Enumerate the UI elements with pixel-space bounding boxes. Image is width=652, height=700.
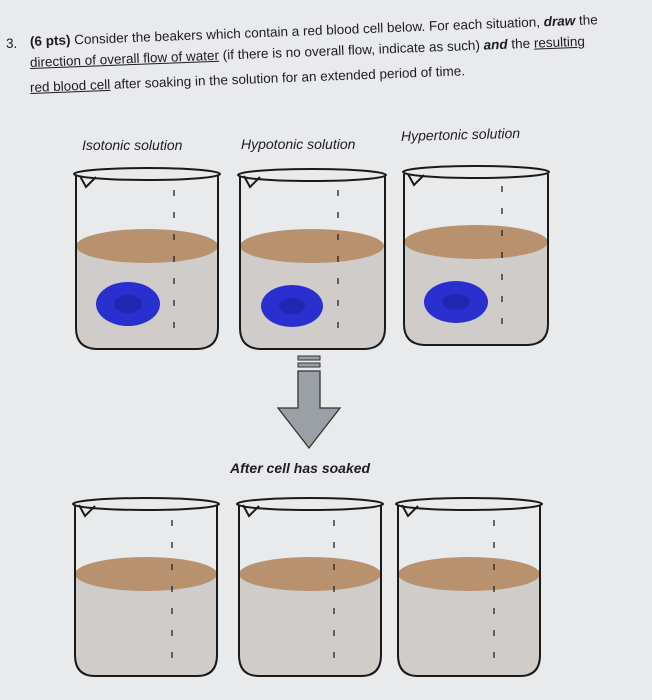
beaker-hypertonic-after: [395, 497, 543, 677]
question-block: 3. (6 pts) Consider the beakers which co…: [0, 0, 652, 110]
beaker-isotonic-after: [72, 497, 220, 677]
down-arrow-icon: [276, 355, 342, 450]
beaker-hypotonic: [237, 168, 387, 350]
label-hypotonic: Hypotonic solution: [241, 136, 356, 152]
label-isotonic: Isotonic solution: [82, 137, 183, 153]
label-after-soaked: After cell has soaked: [230, 460, 371, 476]
question-number: 3.: [6, 36, 18, 51]
beaker-isotonic: [73, 167, 221, 350]
beaker-hypotonic-after: [236, 497, 384, 677]
beaker-hypertonic: [402, 165, 550, 346]
